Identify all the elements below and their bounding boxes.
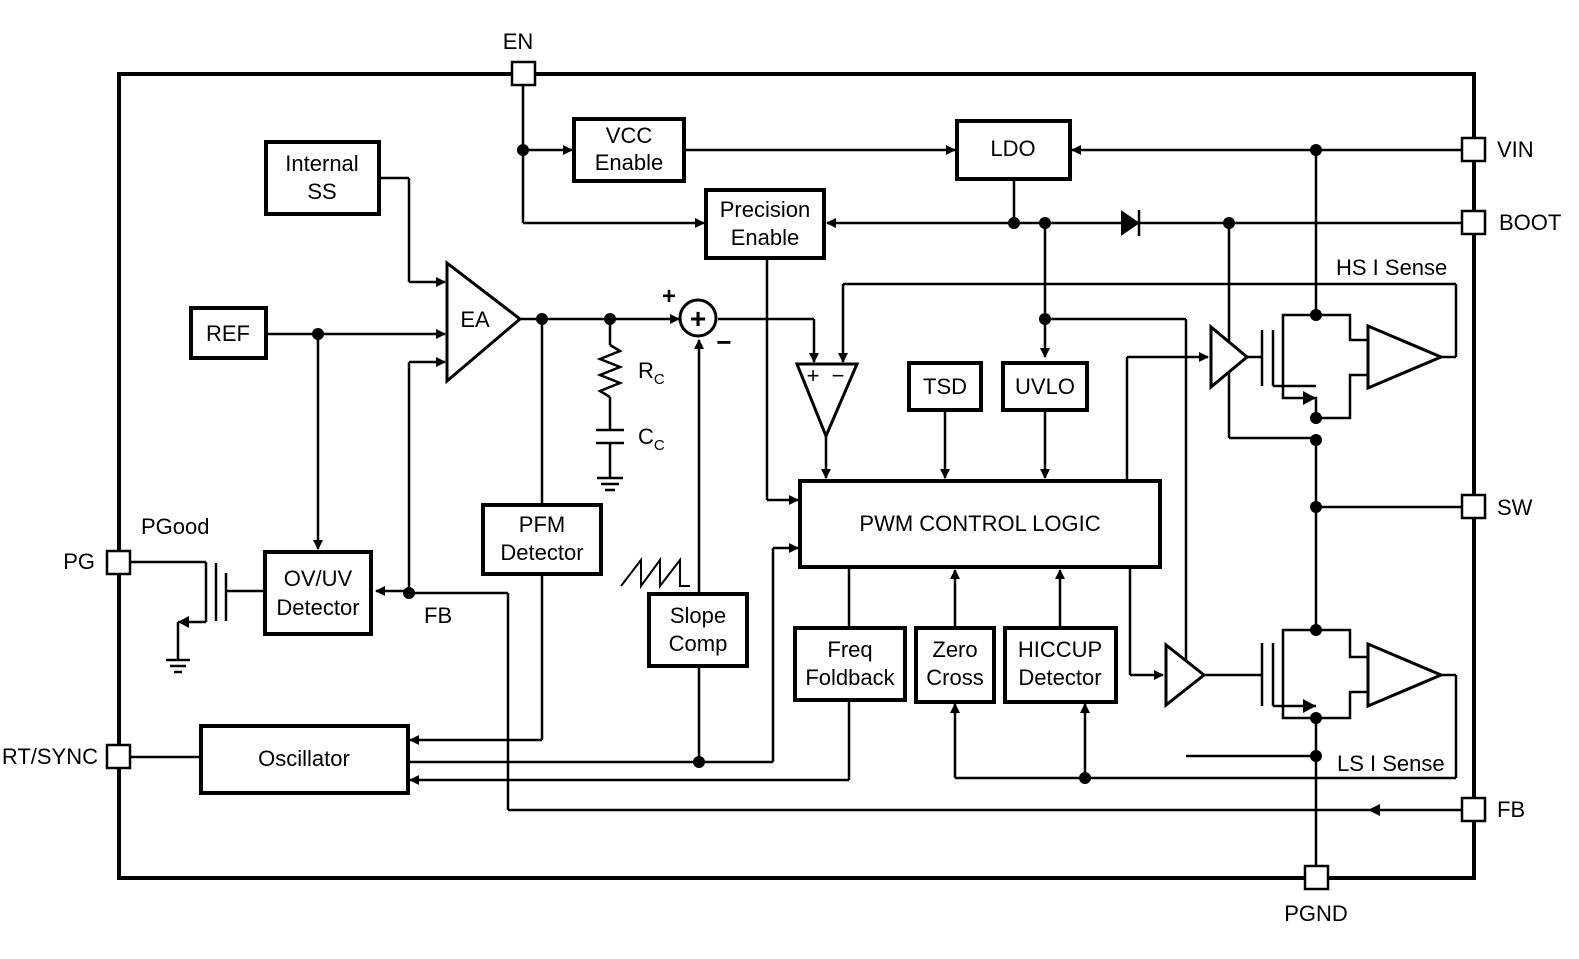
precision-enable-block: [704, 188, 826, 260]
pin-pgnd: [1303, 864, 1330, 891]
hs-current-sense-amp: [1366, 323, 1445, 391]
pin-boot: [1460, 209, 1487, 236]
vcc-enable-block: [572, 117, 686, 183]
comparator-plus: +: [807, 363, 820, 388]
pin-rt-sync: [105, 743, 132, 770]
hs-sense-label: HS I Sense: [1336, 255, 1447, 280]
hs-gate-driver: [1209, 323, 1250, 391]
sawtooth-waveform: [620, 556, 690, 590]
error-amplifier: [445, 259, 523, 385]
zero-cross-line2: Cross: [926, 665, 983, 690]
ov-uv-detector-line1: OV/UV: [284, 566, 353, 591]
internal-ss-line2: SS: [307, 179, 336, 204]
ls-gate-driver: [1164, 641, 1207, 709]
zero-cross-line1: Zero: [932, 637, 977, 662]
internal-ss-block: [264, 140, 381, 216]
summing-junction: [678, 298, 718, 338]
oscillator-block: [199, 724, 410, 795]
freq-foldback-line2: Foldback: [805, 665, 895, 690]
junction-dots: [312, 144, 1322, 784]
pwm-comparator: [794, 362, 860, 440]
uvlo-label: UVLO: [1015, 374, 1075, 399]
uvlo-block: [1001, 361, 1089, 412]
rc-label: RC: [638, 358, 665, 388]
ref-label: REF: [206, 321, 250, 346]
pin-sw-label: SW: [1497, 495, 1533, 520]
precision-enable-line2: Enable: [731, 225, 800, 250]
pfm-detector-block: [481, 503, 603, 576]
pfm-detector-line2: Detector: [500, 540, 583, 565]
pin-en: [510, 60, 537, 87]
pin-pgnd-label: PGND: [1284, 901, 1348, 926]
hiccup-detector-line2: Detector: [1018, 665, 1101, 690]
pin-boot-label: BOOT: [1499, 210, 1561, 235]
slope-comp-line2: Comp: [669, 631, 728, 656]
fb-internal-label: FB: [424, 603, 452, 628]
sum-plus-label: +: [662, 283, 676, 310]
pin-vin: [1460, 136, 1487, 163]
cc-label: CC: [638, 424, 665, 454]
sum-minus-label: −: [716, 327, 731, 357]
tsd-label: TSD: [923, 374, 967, 399]
pin-en-label: EN: [503, 29, 534, 54]
pin-fb: [1460, 796, 1487, 823]
pin-pg: [105, 549, 132, 576]
ldo-block: [955, 119, 1072, 181]
pin-fb-label: FB: [1497, 797, 1525, 822]
slope-comp-block: [647, 592, 749, 668]
ov-uv-detector-line2: Detector: [276, 595, 359, 620]
vcc-enable-line2: Enable: [595, 150, 664, 175]
comparator-minus: −: [832, 363, 845, 388]
ov-uv-detector-block: [263, 550, 373, 636]
chip-outline: [117, 72, 1476, 880]
oscillator-label: Oscillator: [258, 746, 350, 771]
pwm-control-logic-label: PWM CONTROL LOGIC: [859, 511, 1100, 536]
zero-cross-block: [914, 626, 996, 704]
slope-comp-line1: Slope: [670, 603, 726, 628]
vcc-enable-line1: VCC: [606, 123, 653, 148]
pin-pg-label: PG: [63, 549, 95, 574]
wires: [131, 86, 1462, 866]
freq-foldback-line1: Freq: [827, 637, 872, 662]
summing-symbol: +: [690, 303, 706, 334]
pwm-control-logic-block: [798, 479, 1162, 569]
pin-sw: [1460, 493, 1487, 520]
freq-foldback-block: [793, 626, 907, 702]
internal-ss-line1: Internal: [285, 151, 358, 176]
ea-label: EA: [460, 307, 490, 332]
precision-enable-line1: Precision: [720, 197, 810, 222]
pin-rt-sync-label: RT/SYNC: [2, 744, 98, 769]
hs-fet: [1260, 313, 1368, 420]
ls-sense-label: LS I Sense: [1337, 751, 1445, 776]
tsd-block: [907, 361, 983, 412]
pgood-label: PGood: [141, 514, 210, 539]
ldo-label: LDO: [990, 136, 1035, 161]
pfm-detector-line1: PFM: [519, 512, 565, 537]
boot-diode: [1121, 210, 1141, 236]
hiccup-detector-block: [1003, 626, 1118, 704]
hiccup-detector-line1: HICCUP: [1018, 637, 1102, 662]
ls-current-sense-amp: [1366, 641, 1445, 709]
ls-fet: [1260, 628, 1368, 720]
ref-block: [189, 306, 268, 360]
pin-vin-label: VIN: [1497, 137, 1534, 162]
